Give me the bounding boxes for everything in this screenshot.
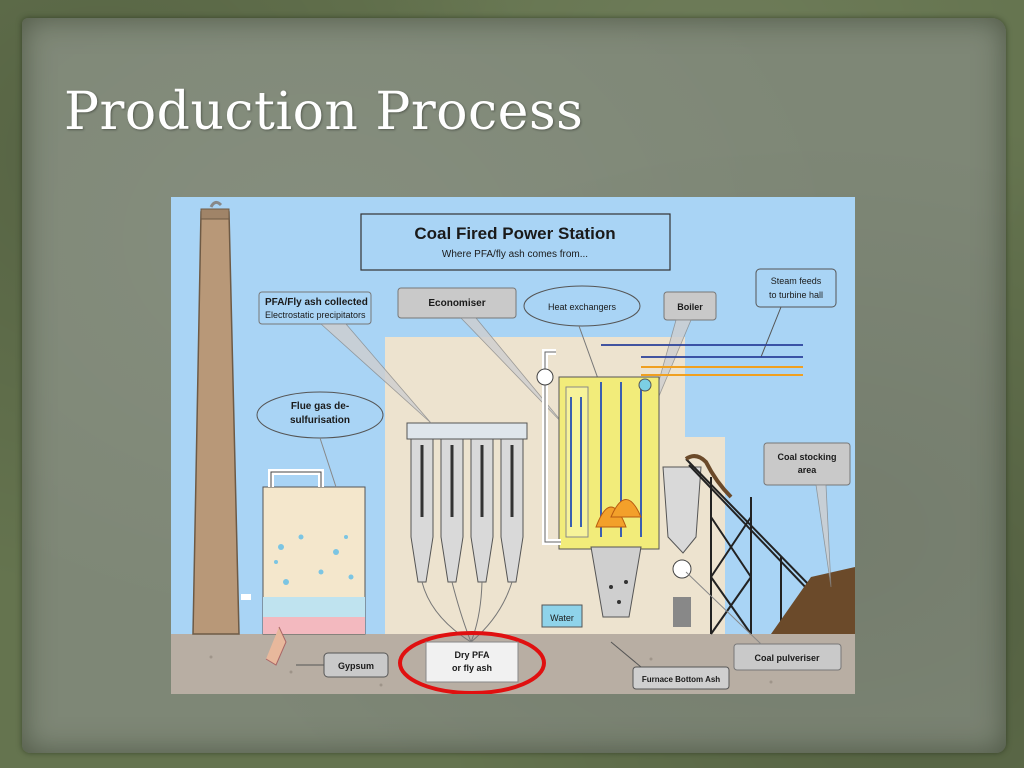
coal-pulveriser-unit	[662, 466, 702, 627]
diagram-heading: Coal Fired Power Station	[414, 224, 615, 243]
heat-exchangers-label: Heat exchangers	[548, 302, 617, 312]
steam-feeds-label-1: Steam feeds	[771, 276, 822, 286]
conveyor-structure	[685, 458, 812, 635]
coal-stocking-label-1: Coal stocking	[777, 452, 836, 462]
desulfurisation-unit	[241, 469, 366, 666]
electrostatic-precipitators	[406, 422, 528, 643]
boiler-assembly	[558, 376, 660, 618]
flue-gas-label-2: sulfurisation	[290, 415, 350, 426]
slide-title: Production Process	[64, 82, 584, 142]
steam-feeds-label-2: to turbine hall	[769, 290, 823, 300]
furnace-bottom-ash-label: Furnace Bottom Ash	[642, 675, 720, 684]
pfa-collected-title: PFA/Fly ash collected	[265, 297, 368, 308]
economiser-label: Economiser	[428, 298, 485, 309]
coal-pulveriser-label: Coal pulveriser	[754, 653, 820, 663]
dry-pfa-label-1: Dry PFA	[454, 650, 490, 660]
power-station-diagram: Coal Fired Power Station Where PFA/fly a…	[171, 197, 855, 694]
boiler-label: Boiler	[677, 302, 703, 312]
coal-pile	[771, 567, 855, 634]
coal-stocking-label-2: area	[798, 465, 818, 475]
dry-pfa-label-2: or fly ash	[452, 663, 492, 673]
chimney	[192, 200, 240, 635]
water-label: Water	[550, 613, 574, 623]
highlight-ring	[398, 631, 546, 694]
gypsum-label: Gypsum	[338, 661, 374, 671]
flue-gas-label-1: Flue gas de-	[291, 401, 349, 412]
diagram-title-box	[360, 213, 671, 271]
diagram-subheading: Where PFA/fly ash comes from...	[442, 249, 588, 260]
pfa-collected-sub: Electrostatic precipitators	[265, 310, 366, 320]
